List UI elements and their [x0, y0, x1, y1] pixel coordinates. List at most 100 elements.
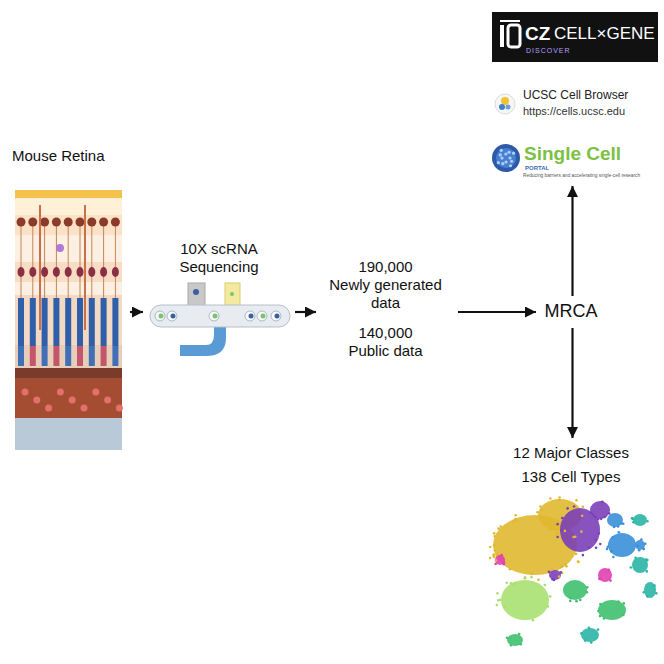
cell-cluster — [633, 514, 647, 526]
cell-point — [496, 592, 499, 595]
cell-point — [497, 552, 500, 555]
cell-point — [579, 599, 582, 602]
cell-point — [514, 514, 517, 517]
ganglion-cell — [52, 218, 61, 227]
cell-point — [599, 603, 602, 606]
cell-cluster — [590, 501, 610, 519]
cell-point — [611, 536, 614, 539]
cell-point — [489, 546, 492, 549]
cell-point — [588, 546, 591, 549]
cell-point — [530, 573, 533, 576]
cell-point — [590, 641, 593, 644]
logo-dot — [500, 156, 503, 159]
cell-cluster — [549, 570, 561, 580]
cell-point — [632, 521, 635, 524]
retina-layer — [15, 190, 122, 198]
ganglion-cell — [17, 218, 26, 227]
cell — [249, 314, 254, 319]
logo-icon — [499, 104, 505, 110]
retina-layer — [15, 295, 122, 345]
cell-point — [518, 633, 521, 636]
cell-point — [514, 518, 517, 521]
photoreceptor — [18, 298, 24, 346]
cell-point — [489, 557, 492, 560]
cell-point — [632, 518, 635, 521]
ganglion-cell — [76, 218, 85, 227]
diagram-node: MRCA — [538, 298, 607, 326]
cell-point — [607, 569, 610, 572]
photoreceptor — [112, 298, 118, 346]
node-text: CELL×GENE — [554, 24, 655, 44]
cell-point — [597, 628, 600, 631]
neuron-process — [68, 218, 69, 298]
ganglion-cell — [111, 218, 120, 227]
blood-cell — [33, 397, 40, 404]
photoreceptor — [77, 298, 83, 346]
blood-cell — [92, 389, 99, 396]
cell-point — [600, 518, 603, 521]
flow-arrow — [571, 186, 573, 296]
node-text: Public data — [318, 342, 453, 360]
cell-cluster — [632, 557, 648, 573]
droplet — [209, 311, 219, 321]
droplet — [167, 311, 177, 321]
cell-point — [588, 626, 591, 629]
cell-point — [551, 578, 554, 581]
cell-point — [539, 505, 542, 508]
cell-point — [631, 517, 634, 520]
ganglion-cell — [87, 218, 96, 227]
retina-layer — [15, 368, 122, 378]
muller-glia — [84, 205, 86, 330]
cell-point — [634, 557, 637, 560]
cell-cluster — [635, 540, 645, 550]
outer-segment — [42, 346, 48, 366]
cell-point — [642, 548, 645, 551]
cell — [171, 314, 176, 319]
cell-point — [594, 539, 597, 542]
cell-point — [574, 535, 577, 538]
cell-point — [575, 553, 578, 556]
logo-dot — [504, 160, 507, 163]
logo-dot — [509, 164, 512, 167]
cell-point — [622, 602, 625, 605]
cell-point — [530, 576, 533, 579]
cell-point — [556, 532, 559, 535]
cell-point — [549, 528, 552, 531]
cell-point — [655, 592, 658, 595]
node-text: Single Cell — [524, 143, 621, 166]
bipolar-cell — [18, 267, 25, 277]
logo-icon — [500, 25, 504, 47]
cell-point — [603, 617, 606, 620]
flow-arrow — [571, 328, 573, 438]
cell-cluster — [608, 533, 636, 557]
cell-point — [493, 544, 496, 547]
node-text: Reducing barriers and accelerating singl… — [523, 173, 640, 179]
flow-arrow — [295, 311, 316, 313]
cell-point — [586, 591, 589, 594]
blood-cell — [69, 397, 76, 404]
blood-cell — [45, 405, 52, 412]
ganglion-cell — [99, 218, 108, 227]
outer-segment — [101, 346, 107, 366]
cell-point — [556, 536, 559, 539]
neuron-process — [91, 218, 92, 298]
blood-cell — [81, 405, 88, 412]
diagram-node: Mouse Retina — [10, 145, 128, 453]
node-text: 10X scRNA Sequencing — [163, 240, 275, 276]
cell-point — [549, 497, 552, 500]
cell-point — [636, 544, 639, 547]
logo-dot — [497, 161, 500, 164]
node-text: 138 Cell Types — [490, 468, 652, 486]
ganglion-cell — [40, 218, 49, 227]
bipolar-cell — [100, 267, 107, 277]
bipolar-cell — [112, 267, 119, 277]
cell-point — [589, 511, 592, 514]
cell-point — [653, 584, 656, 587]
cell-point — [510, 644, 513, 647]
photoreceptor — [30, 298, 36, 346]
ganglion-cell — [64, 218, 73, 227]
cell-cluster — [495, 555, 505, 565]
neuron-process — [32, 218, 33, 298]
cell-point — [556, 533, 559, 536]
